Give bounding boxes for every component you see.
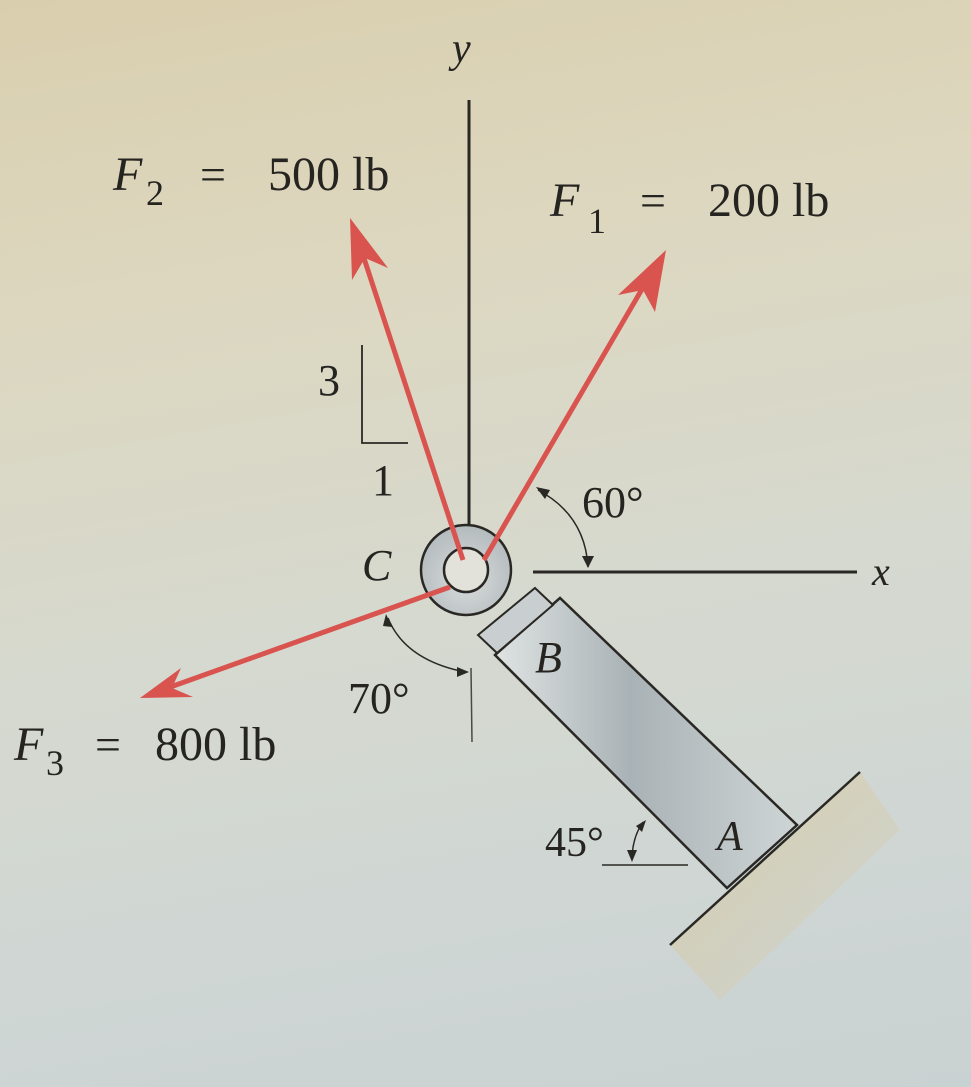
svg-text:800 lb: 800 lb — [155, 718, 276, 771]
svg-text:200 lb: 200 lb — [708, 174, 829, 227]
point-c-label: C — [362, 541, 392, 590]
svg-text:500 lb: 500 lb — [268, 148, 389, 201]
force-f1-label: F 1 = 200 lb — [549, 174, 829, 241]
force-f3-label: F 3 = 800 lb — [13, 718, 276, 783]
angle-arc-60 — [536, 487, 594, 568]
y-axis — [467, 100, 473, 743]
force-f2-arrow — [350, 218, 466, 561]
angle-arc-70 — [383, 614, 469, 677]
ground-support — [669, 771, 900, 1000]
slope-rise-label: 3 — [318, 356, 340, 405]
svg-text:F: F — [13, 718, 44, 771]
point-a-label: A — [714, 814, 743, 860]
svg-text:2: 2 — [146, 173, 164, 213]
angle-arc-45 — [602, 820, 688, 866]
angle-45-label: 45° — [545, 820, 604, 866]
slope-run-label: 1 — [372, 456, 394, 505]
angle-60-label: 60° — [582, 478, 644, 527]
force-f2-label: F 2 = 500 lb — [112, 148, 389, 213]
force-f1-arrow — [481, 250, 666, 562]
angle-70-label: 70° — [348, 674, 410, 723]
slope-triangle — [361, 345, 408, 444]
force-f3-arrow — [140, 584, 451, 698]
svg-text:=: = — [640, 175, 666, 226]
point-b-label: B — [535, 633, 562, 682]
member-ba — [476, 586, 799, 890]
svg-text:3: 3 — [46, 743, 64, 783]
svg-text:F: F — [549, 174, 580, 227]
svg-text:=: = — [200, 149, 226, 200]
y-axis-label: y — [448, 26, 471, 72]
svg-text:1: 1 — [588, 201, 606, 241]
svg-text:F: F — [112, 148, 143, 201]
svg-text:=: = — [95, 719, 121, 770]
x-axis-label: x — [871, 549, 890, 594]
